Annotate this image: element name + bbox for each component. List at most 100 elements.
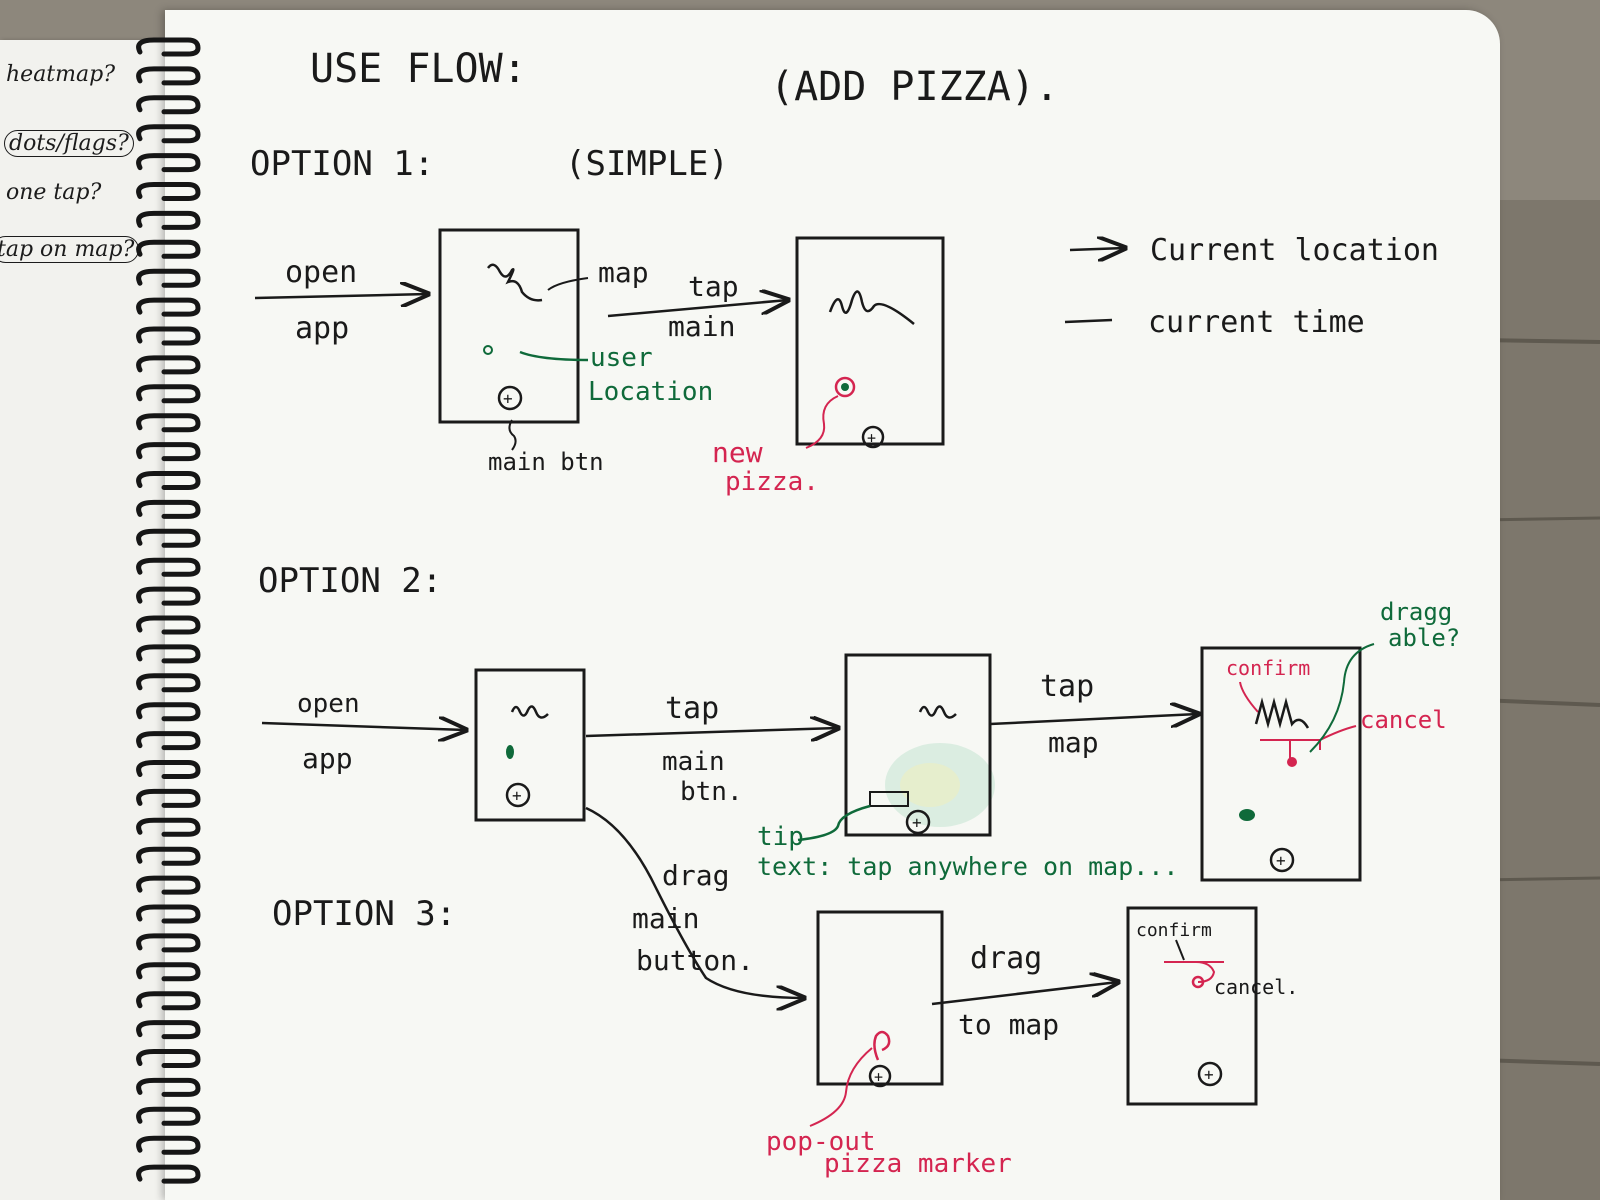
option-2-draggable-pointer xyxy=(1309,643,1375,753)
option-2-tap-map-bottom: map xyxy=(1048,726,1099,759)
option-2-cancel-pointer xyxy=(1319,725,1357,741)
option-1-plus-glyph: + xyxy=(503,389,513,408)
spiral-ring xyxy=(136,471,201,490)
option-3-main-plus-button-icon-2 xyxy=(1197,1061,1223,1087)
legend-arrow-icon xyxy=(1069,248,1125,250)
option-2-main-label: main xyxy=(662,747,725,777)
option-1-main-plus-button-icon xyxy=(497,385,523,411)
option-1-arrow-open xyxy=(254,294,428,298)
option-1-main-plus-button-icon-2 xyxy=(861,425,885,449)
option-2-confirm-cancel-bubble xyxy=(1260,739,1321,758)
spiral-ring xyxy=(136,182,201,201)
legend: Current location current time xyxy=(1064,233,1439,340)
page-title: USE FLOW: xyxy=(310,46,527,92)
option-2-arrow-tap-map xyxy=(989,714,1198,724)
ink-bleed-core xyxy=(900,763,960,807)
option-3-drag-label: drag xyxy=(662,859,729,892)
option-2-map-squiggle-2 xyxy=(918,705,957,719)
legend-current-time: current time xyxy=(1148,305,1365,340)
option-3-drag-top: drag xyxy=(970,941,1042,976)
legend-current-location: Current location xyxy=(1150,233,1439,268)
spiral-ring xyxy=(136,124,201,144)
option-3-pizza-marker-icon xyxy=(1191,975,1205,989)
option-2-phone-screen-2 xyxy=(844,653,992,837)
option-1-map-squiggle-2 xyxy=(828,290,915,325)
prev-note-tap-on-map: tap on map? xyxy=(0,236,140,263)
option-3-section: OPTION 3: drag main button. + pop-out pi… xyxy=(272,806,1298,1179)
option-2-map-squiggle-1 xyxy=(510,705,549,719)
spiral-ring xyxy=(136,1106,201,1126)
option-3-confirm-label: confirm xyxy=(1136,920,1212,941)
spiral-ring xyxy=(136,586,201,606)
option-3-arrow-drag-main xyxy=(585,806,804,998)
option-2-confirm-label: confirm xyxy=(1226,656,1310,680)
option-1-subheading: (SIMPLE) xyxy=(565,144,729,184)
option-2-app-label: app xyxy=(302,742,353,775)
spiral-ring xyxy=(136,1135,201,1155)
spiral-ring xyxy=(136,66,201,86)
spiral-ring xyxy=(136,442,201,462)
spiral-ring xyxy=(136,702,201,722)
option-2-pizza-marker-icon xyxy=(1287,757,1297,767)
option-2-plus-glyph-1: + xyxy=(512,786,522,805)
spiral-ring xyxy=(136,1049,201,1068)
option-1-map-squiggle xyxy=(487,263,543,302)
option-3-plus-glyph-1: + xyxy=(874,1068,883,1086)
option-1-user-label: user xyxy=(590,343,653,373)
option-2-section: OPTION 2: open app + tap main btn. + tip… xyxy=(258,561,1460,882)
spiral-ring xyxy=(136,817,201,837)
option-1-new-pizza-pointer xyxy=(805,395,839,449)
option-2-map-squiggle-3 xyxy=(1254,697,1310,729)
option-2-main-plus-button-icon-3 xyxy=(1269,847,1295,873)
option-3-drag-bottom: to map xyxy=(958,1008,1059,1041)
option-2-main-plus-button-icon-2 xyxy=(905,809,931,835)
option-2-tap-label: tap xyxy=(665,691,719,726)
spiral-ring xyxy=(136,760,201,779)
spiral-ring xyxy=(136,355,201,375)
legend-line-icon xyxy=(1064,318,1113,324)
spiral-ring xyxy=(136,1164,201,1184)
prev-note-heatmap: heatmap? xyxy=(6,62,116,87)
spiral-ring xyxy=(136,153,201,173)
option-1-plus-glyph-2: + xyxy=(867,429,876,447)
option-2-confirm-pointer xyxy=(1239,681,1259,713)
option-1-main-btn-pointer xyxy=(508,419,517,451)
option-2-arrow-open xyxy=(261,723,466,730)
option-3-popout-line2: pizza marker xyxy=(824,1149,1012,1179)
option-3-popout-pointer xyxy=(809,1047,873,1127)
option-2-open-label: open xyxy=(297,689,360,719)
option-2-tip-label: tip xyxy=(757,822,804,852)
option-2-tap-map-top: tap xyxy=(1040,669,1094,704)
spiral-ring xyxy=(136,644,201,664)
page-subtitle: (ADD PIZZA). xyxy=(770,64,1059,110)
option-3-phone-screen-2 xyxy=(1126,906,1258,1106)
option-2-plus-glyph-3: + xyxy=(1276,851,1286,870)
option-1-location-label: Location xyxy=(588,377,713,407)
spiral-ring xyxy=(136,615,201,635)
option-2-user-dot-1 xyxy=(506,745,514,759)
option-1-phone-screen-2 xyxy=(795,236,945,446)
spiral-ring xyxy=(136,991,201,1011)
spiral-binding xyxy=(136,37,201,1184)
option-1-arrow-tap xyxy=(607,300,788,318)
option-3-arrow-drag-to-map xyxy=(931,982,1118,1006)
option-1-app-label: app xyxy=(295,311,349,346)
option-1-section: OPTION 1: (SIMPLE) open app map user Loc… xyxy=(250,144,945,497)
spiral-ring xyxy=(136,413,201,433)
spiral-ring xyxy=(136,384,201,404)
option-2-main-plus-button-icon-1 xyxy=(505,782,531,808)
option-1-map-pointer xyxy=(547,277,589,291)
option-3-phone-screen-1 xyxy=(816,910,944,1086)
spiral-ring xyxy=(136,846,201,866)
option-2-tip-text: text: tap anywhere on map... xyxy=(757,852,1178,881)
option-3-button-label: button. xyxy=(636,944,754,977)
spiral-ring xyxy=(136,1020,201,1040)
option-1-tap-label: tap xyxy=(688,270,739,303)
option-1-pizza-label: pizza. xyxy=(725,467,819,497)
spiral-ring xyxy=(136,788,201,808)
option-1-user-dot-2 xyxy=(841,383,849,391)
prev-note-one-tap: one tap? xyxy=(6,180,102,205)
spiral-ring xyxy=(136,731,201,751)
option-1-phone-screen-1 xyxy=(438,228,580,424)
